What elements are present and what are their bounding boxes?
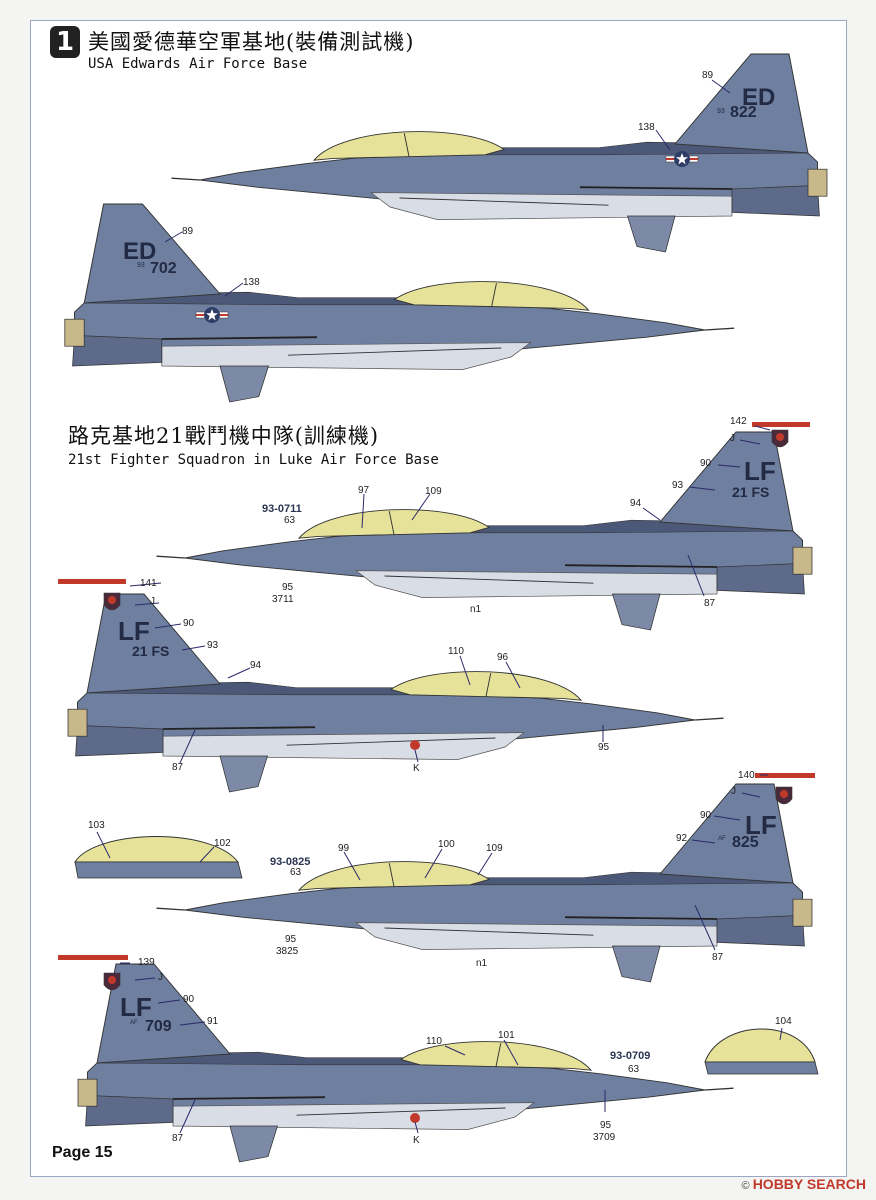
callout-110: 110 xyxy=(448,646,464,657)
watermark-brand: HOBBY SEARCH xyxy=(752,1176,866,1192)
callout-96: 96 xyxy=(497,652,509,663)
callout-K: K xyxy=(413,1135,420,1146)
callout-138: 138 xyxy=(243,277,260,288)
callout-140: 140 xyxy=(738,770,755,781)
callout-104: 104 xyxy=(775,1016,792,1027)
callout-63: 63 xyxy=(628,1064,640,1075)
callout-90: 90 xyxy=(183,618,195,629)
callout-95: 95 xyxy=(282,582,294,593)
section2-title-cn: 路克基地21戰鬥機中隊(訓練機) xyxy=(68,424,380,448)
tail-number-709: 709 xyxy=(145,1018,172,1035)
callout-97: 97 xyxy=(358,485,370,496)
callout-94: 94 xyxy=(630,498,642,509)
callout-87: 87 xyxy=(704,598,716,609)
callout-95: 95 xyxy=(598,742,610,753)
watermark: © HOBBY SEARCH xyxy=(742,1176,866,1192)
callout-90: 90 xyxy=(183,994,195,1005)
callout-102: 102 xyxy=(214,838,231,849)
callout-138: 138 xyxy=(638,122,655,133)
tail-code-lf-2: LF xyxy=(118,616,150,646)
tail-af-4: AF xyxy=(130,1020,138,1026)
callout-100: 100 xyxy=(438,839,455,850)
callout-93: 93 xyxy=(207,640,219,651)
tail-number-825: 825 xyxy=(732,834,759,851)
callout-109: 109 xyxy=(425,486,442,497)
leader-lines xyxy=(96,79,783,1134)
tail-code-ed-1: ED xyxy=(742,84,776,111)
section1-title-cn: 美國愛德華空軍基地(裝備測試機) xyxy=(88,30,415,54)
callout-110: 110 xyxy=(426,1036,442,1047)
copyright-mark: © xyxy=(741,1180,750,1192)
callout-99: 99 xyxy=(338,843,350,854)
callout-n1: n1 xyxy=(470,604,482,615)
aircraft-lf-0825 xyxy=(155,773,815,983)
canopy-detail-left xyxy=(74,836,243,879)
callout-63: 63 xyxy=(284,515,296,526)
tail-code-lf-4: LF xyxy=(120,992,152,1022)
tail-yr-2: 93 xyxy=(137,262,145,269)
callout-87: 87 xyxy=(172,762,184,773)
callout-103: 103 xyxy=(88,820,105,831)
callout-87: 87 xyxy=(172,1133,184,1144)
callout-3711: 3711 xyxy=(272,594,294,605)
tail-number-702: 702 xyxy=(150,260,177,277)
callout-141: 141 xyxy=(140,578,157,589)
callout-J: J xyxy=(731,786,736,797)
callout-109: 109 xyxy=(486,843,503,854)
callout-91: 91 xyxy=(207,1016,219,1027)
callout-90: 90 xyxy=(700,810,712,821)
serial-93-0825: 93-0825 xyxy=(270,856,311,868)
tail-code-lf-3: LF xyxy=(745,810,777,840)
callout-93: 93 xyxy=(672,480,684,491)
aircraft-ed-822 xyxy=(170,53,828,253)
callout-94: 94 xyxy=(250,660,262,671)
callout-142: 142 xyxy=(730,416,747,427)
tail-number-822: 822 xyxy=(730,104,757,121)
callout-89: 89 xyxy=(702,70,714,81)
page-number: Page 15 xyxy=(52,1144,113,1161)
section-number-badge: 1 xyxy=(50,26,80,58)
tail-yr-1: 93 xyxy=(717,108,725,115)
callout-95: 95 xyxy=(285,934,297,945)
tail-code-lf-1: LF xyxy=(744,456,776,486)
serial-93-0709: 93-0709 xyxy=(610,1050,651,1062)
canopy-detail-right xyxy=(704,1028,819,1075)
callout-101: 101 xyxy=(498,1030,515,1041)
callout-90: 90 xyxy=(700,458,712,469)
aircraft-lf-0709 xyxy=(58,955,734,1162)
callout-3825: 3825 xyxy=(276,946,299,957)
callout-87: 87 xyxy=(712,952,724,963)
tail-squadron-2: 21 FS xyxy=(132,643,170,659)
callout-K: K xyxy=(413,763,420,774)
tail-code-ed-2: ED xyxy=(123,238,157,265)
callout-n1: n1 xyxy=(476,958,488,969)
callout-3709: 3709 xyxy=(593,1132,616,1143)
aircraft-lf-0711 xyxy=(155,422,813,631)
callout-63: 63 xyxy=(290,867,302,878)
callout-J: J xyxy=(158,972,163,983)
aircraft-lf-0711-left-side xyxy=(58,579,724,792)
serial-93-0711: 93-0711 xyxy=(262,503,302,515)
callout-95: 95 xyxy=(600,1120,612,1131)
tail-af-3: AF xyxy=(718,836,726,842)
section2-title-en: 21st Fighter Squadron in Luke Air Force … xyxy=(68,452,439,468)
callout-J: J xyxy=(730,433,735,444)
callout-89: 89 xyxy=(182,226,194,237)
callout-92: 92 xyxy=(676,833,688,844)
callout-J: J xyxy=(150,596,155,607)
section1-title-en: USA Edwards Air Force Base xyxy=(88,56,308,72)
tail-squadron-1: 21 FS xyxy=(732,484,770,500)
callout-139: 139 xyxy=(138,957,155,968)
